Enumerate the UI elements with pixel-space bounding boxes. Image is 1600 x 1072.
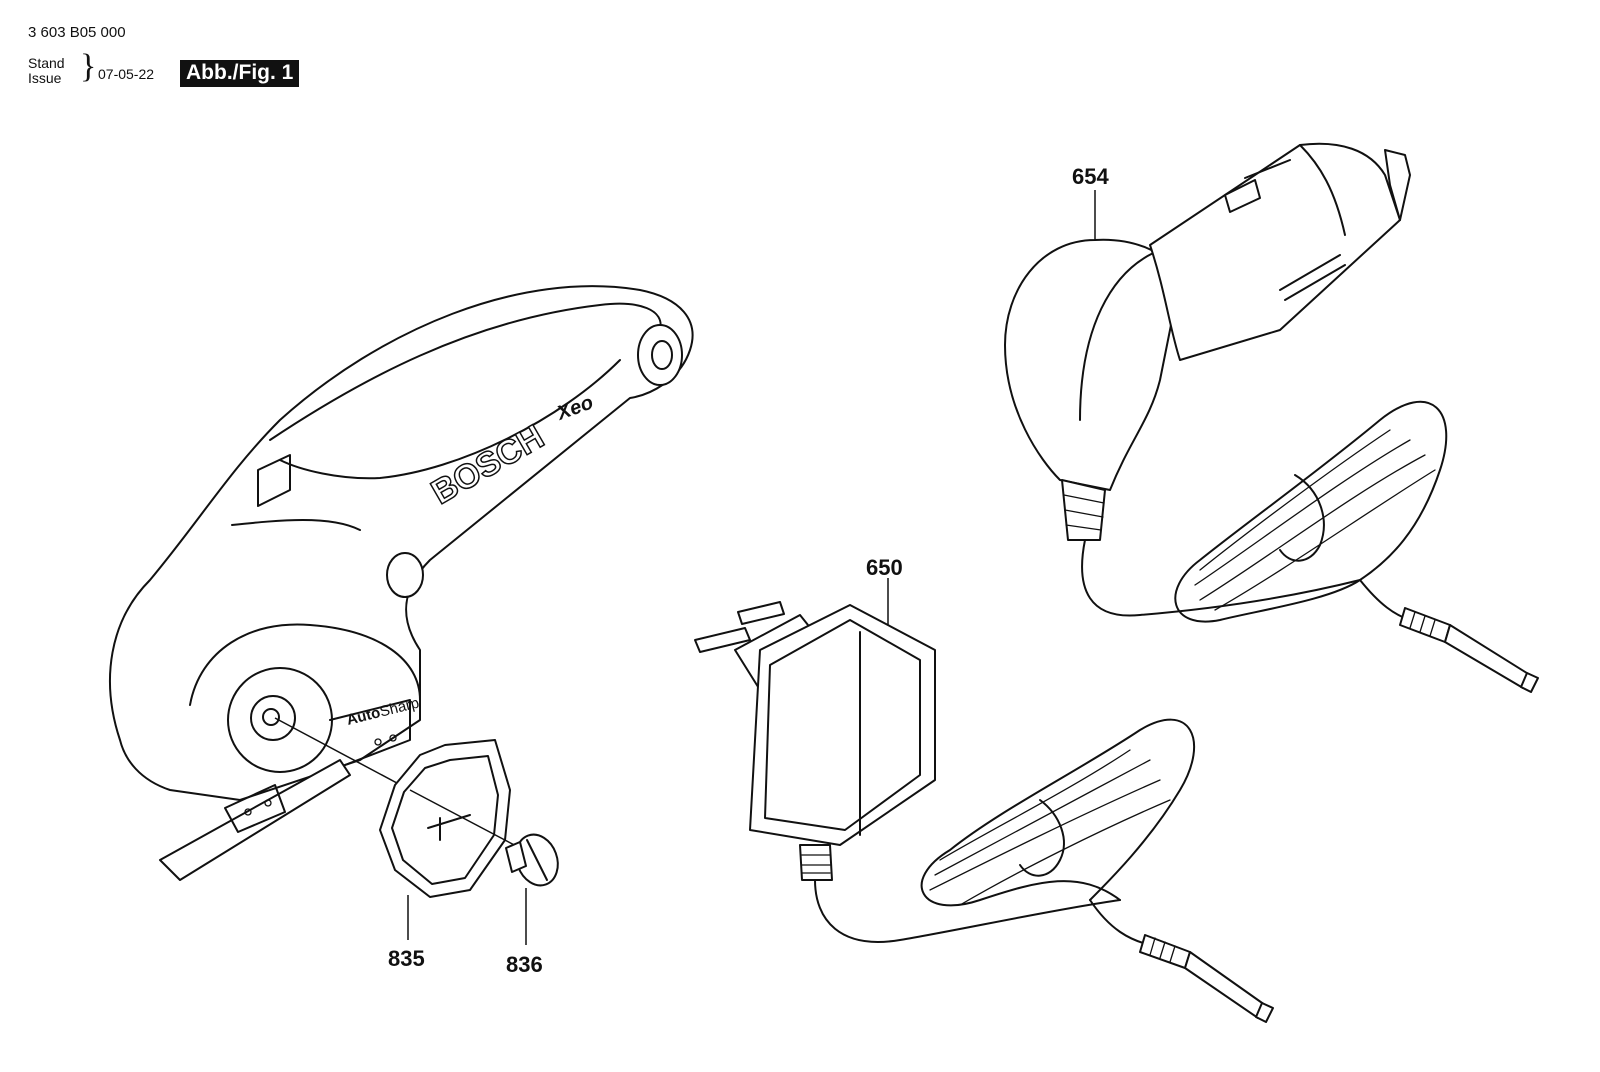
mains-charger-drawing	[694, 601, 1274, 1023]
brace-glyph: }	[80, 48, 97, 85]
part-number: 3 603 B05 000	[28, 24, 126, 41]
issue-date: 07-05-22	[98, 66, 155, 82]
part-label-835: 835	[388, 946, 425, 971]
stand-issue-label: Stand Issue	[28, 56, 65, 86]
cutter-tool-drawing: BOSCH Xeo AutoSharp	[109, 285, 694, 881]
figure-badge: Abb./Fig. 1	[180, 60, 300, 87]
car-adapter-drawing	[1004, 142, 1539, 693]
stand-label: Stand	[28, 55, 65, 71]
issue-label: Issue	[28, 70, 62, 86]
part-label-650: 650	[866, 555, 903, 580]
part-label-654: 654	[1072, 164, 1109, 189]
part-label-836: 836	[506, 952, 543, 977]
screw-drawing	[505, 833, 559, 887]
blade-drawing	[379, 739, 521, 898]
